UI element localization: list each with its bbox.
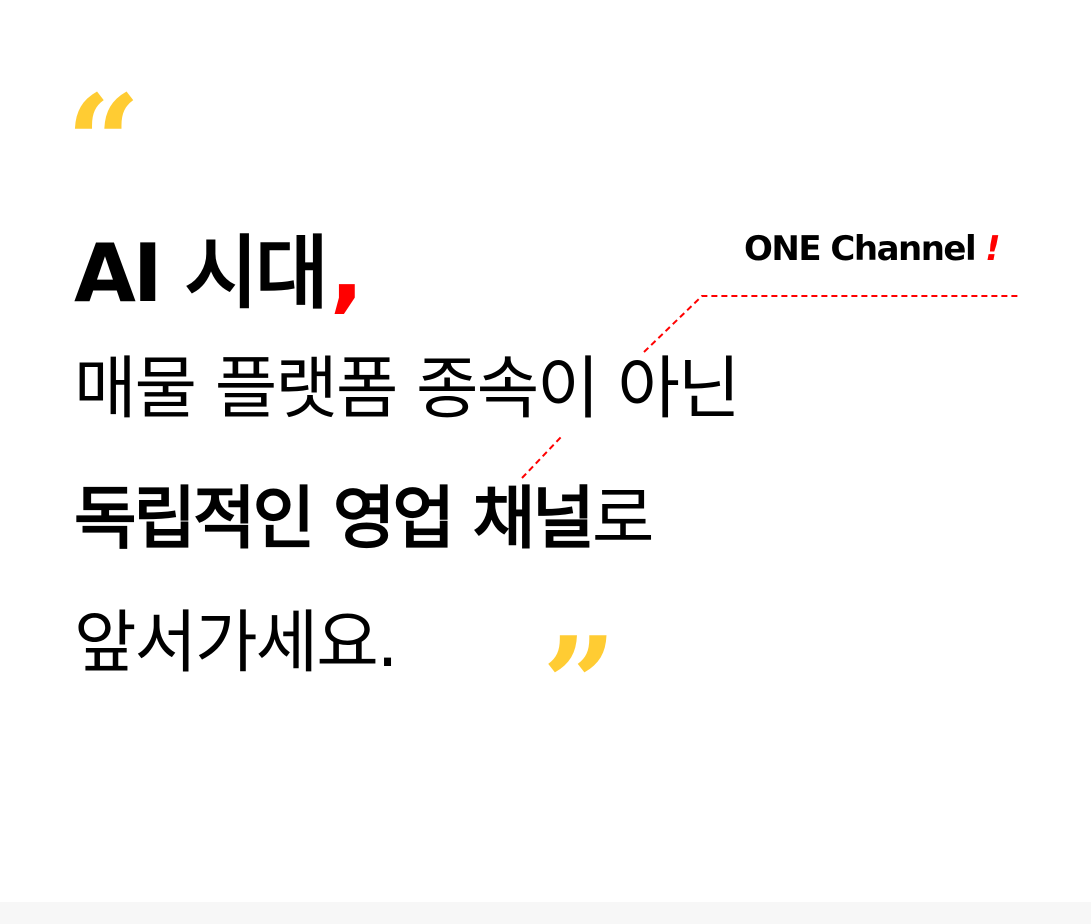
headline-line-4: 앞서가세요. xyxy=(74,604,398,683)
headline-particle: 로 xyxy=(591,480,655,559)
headline-line-3: 독립적인 영업 채널로 xyxy=(74,486,654,554)
dashed-connector-lines xyxy=(521,295,1021,479)
open-quote-icon: “ xyxy=(66,66,141,219)
close-quote-icon: ” xyxy=(542,608,617,761)
headline-emphasis: 독립적인 영업 채널 xyxy=(74,480,595,559)
headline-line-1: AI 시대, xyxy=(74,226,364,316)
brand-exclaim-accent: ! xyxy=(985,229,1001,269)
upper-dashed-connector xyxy=(643,295,1021,353)
brand-label: ONE Channel! xyxy=(744,229,1001,269)
headline-ai-era: AI 시대 xyxy=(74,227,329,320)
headline-comma-accent: , xyxy=(329,218,364,323)
headline-line-2: 매물 플랫폼 종속이 아닌 xyxy=(74,350,740,429)
lower-dashed-connector xyxy=(521,436,562,479)
hero-canvas: “ AI 시대, ONE Channel! 매물 플랫폼 종속이 아닌 독립적인… xyxy=(66,66,1021,761)
footer-strip xyxy=(0,902,1091,924)
brand-name: ONE Channel xyxy=(744,229,977,269)
